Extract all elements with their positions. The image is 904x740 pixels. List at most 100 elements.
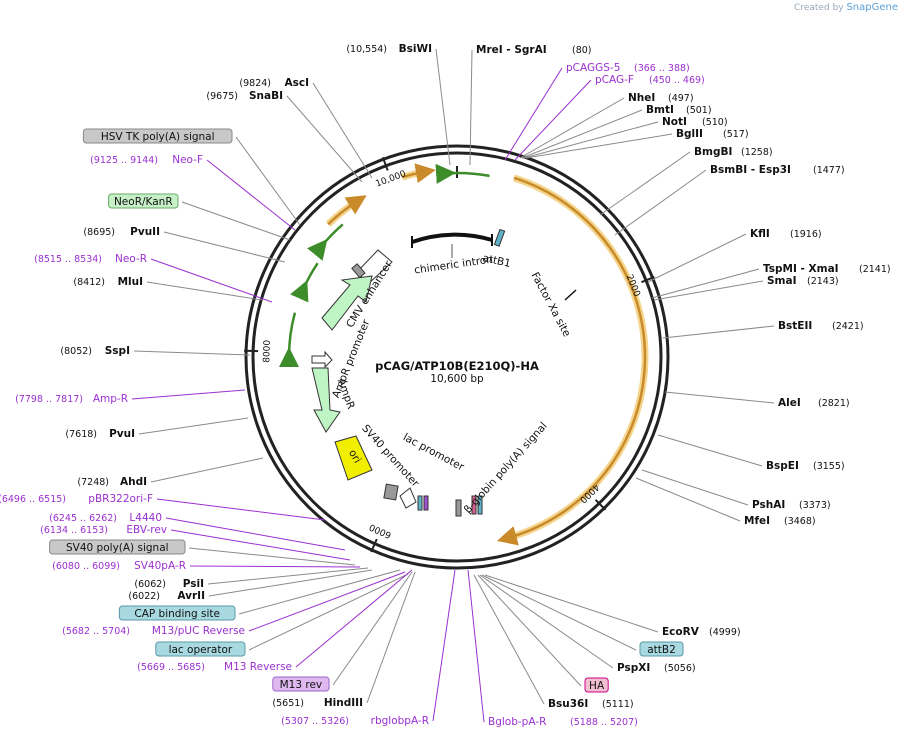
label-avrii[interactable]: AvrII(6022): [128, 590, 205, 602]
label-box: [155, 641, 246, 657]
label-mfei[interactable]: MfeI(3468): [744, 515, 816, 527]
label-bglii[interactable]: BglII(517): [676, 128, 749, 140]
leader-bglob-pa-r: [467, 569, 485, 723]
label-pshai[interactable]: PshAI(3373): [752, 499, 831, 511]
label-position: (6062): [134, 579, 166, 590]
label-attb2[interactable]: attB2: [639, 641, 684, 657]
label-nhei[interactable]: NheI(497): [628, 92, 694, 104]
ring-label-ori: ori: [346, 448, 363, 466]
label-ecorv[interactable]: EcoRV(4999): [662, 626, 741, 638]
label-tspmi[interactable]: TspMI - XmaI(2141): [763, 263, 891, 275]
label-position: (9125 .. 9144): [90, 155, 158, 166]
label-bsiwi[interactable]: BsiWI(10,554): [346, 43, 432, 55]
leader-asci: [312, 82, 373, 179]
label-bsmbi[interactable]: BsmBI - Esp3I(1477): [710, 164, 845, 176]
label-box: [639, 641, 684, 657]
leader-attb2: [481, 574, 637, 651]
label-ha[interactable]: HA: [584, 677, 609, 693]
label-snabi[interactable]: SnaBI(9675): [206, 90, 283, 102]
label-pspxi[interactable]: PspXI(5056): [617, 662, 696, 674]
label-ebv-rev[interactable]: EBV-rev(6134 .. 6153): [40, 524, 167, 536]
label-sv40-poly-a-signal[interactable]: SV40 poly(A) signal: [49, 539, 186, 555]
label-m13-puc-reverse[interactable]: M13/pUC Reverse(5682 .. 5704): [62, 625, 245, 637]
label-cap-binding-site[interactable]: CAP binding site: [118, 605, 236, 621]
inner-features: [311, 228, 577, 517]
label-neor-kanr[interactable]: NeoR/KanR: [108, 193, 179, 209]
label-position: (6022): [128, 591, 160, 602]
label-bglob-pa-r[interactable]: Bglob-pA-R(5188 .. 5207): [488, 716, 638, 728]
label-name: pBR322ori-F: [88, 493, 153, 505]
label-bsteii[interactable]: BstEII(2421): [778, 320, 864, 332]
snapgene-logo: SnapGene: [846, 2, 898, 13]
label-lac-operator[interactable]: lac operator: [155, 641, 246, 657]
factor-xa-tick: [564, 289, 577, 301]
label-position: (10,554): [346, 44, 387, 55]
leader-avrii: [208, 569, 373, 597]
label-position: (9675): [206, 91, 238, 102]
label-position: (8412): [73, 277, 105, 288]
cmv-promoter-arrow: [321, 275, 373, 331]
label-pvuii[interactable]: PvuII(8695): [83, 226, 160, 238]
label-bmti[interactable]: BmtI(501): [646, 104, 712, 116]
plasmid-size: 10,600 bp: [430, 373, 484, 385]
leader-m13-puc-reverse: [248, 571, 406, 632]
backbone-outer-ring: [244, 144, 670, 570]
leader-cap-binding-site: [238, 569, 401, 615]
lac-operator-box: [417, 495, 423, 511]
ring-label-lac-promoter: lac promoter: [401, 431, 467, 473]
label-sspi[interactable]: SspI(8052): [60, 345, 130, 357]
label-position: (9824): [239, 78, 271, 89]
label-bsu36i[interactable]: Bsu36I(5111): [548, 698, 634, 710]
leader-rbglobpa-r: [432, 569, 456, 722]
leader-lines: [131, 48, 775, 723]
label-pcag-f[interactable]: pCAG-F(450 .. 469): [595, 74, 705, 86]
label-bmgbi[interactable]: BmgBI(1258): [694, 146, 773, 158]
label-pcaggs-5[interactable]: pCAGGS-5(366 .. 388): [566, 62, 690, 74]
label-position: (7798 .. 7817): [15, 394, 83, 405]
label-pvui[interactable]: PvuI(7618): [65, 428, 135, 440]
label-psii[interactable]: PsiI(6062): [134, 578, 204, 590]
label-position: (3373): [799, 500, 831, 511]
label-hsv-tk-poly-a-signal[interactable]: HSV TK poly(A) signal: [82, 128, 233, 144]
label-kfli[interactable]: KflI(1916): [750, 228, 822, 240]
label-name: Bsu36I: [548, 698, 588, 710]
leader-kfli: [647, 233, 747, 283]
leader-ha: [477, 574, 582, 687]
label-box: [272, 676, 330, 692]
label-name: rbglobpA-R: [371, 715, 429, 727]
label-name: L4440: [129, 512, 162, 524]
label-l4440[interactable]: L4440(6245 .. 6262): [49, 512, 162, 524]
label-name: TspMI - XmaI: [763, 263, 839, 275]
label-rbglobpa-r[interactable]: rbglobpA-R(5307 .. 5326): [281, 715, 429, 727]
label-alei[interactable]: AleI(2821): [778, 397, 850, 409]
label-sv40pa-r[interactable]: SV40pA-R(6080 .. 6099): [52, 560, 186, 572]
label-amp-r[interactable]: Amp-R(7798 .. 7817): [15, 393, 128, 405]
label-neo-r[interactable]: Neo-R(8515 .. 8534): [34, 253, 147, 265]
label-m13-reverse[interactable]: M13 Reverse(5669 .. 5685): [137, 661, 292, 673]
label-ahdi[interactable]: AhdI(7248): [77, 476, 147, 488]
label-name: PvuI: [109, 428, 135, 440]
label-bspei[interactable]: BspEI(3155): [766, 460, 845, 472]
label-asci[interactable]: AscI(9824): [239, 77, 309, 89]
outer-labels: MreI - SgrAI(80) pCAGGS-5(366 .. 388)pCAG…: [0, 43, 891, 728]
credit-prefix: Created by: [794, 3, 844, 13]
leader-sv40-poly-a-signal: [188, 547, 356, 566]
label-mlui[interactable]: MluI(8412): [73, 276, 143, 288]
label-neo-f[interactable]: Neo-F(9125 .. 9144): [90, 154, 203, 166]
label-position: (6080 .. 6099): [52, 561, 120, 572]
tick-label-2000: 2000: [624, 273, 642, 298]
label-position: (8695): [83, 227, 115, 238]
label-name: BmtI: [646, 104, 674, 116]
label-position: (5682 .. 5704): [62, 626, 130, 637]
leader-bmti: [521, 109, 643, 159]
leader-amp-r: [131, 389, 246, 400]
label-name: AhdI: [120, 476, 147, 488]
label-position: (3155): [813, 461, 845, 472]
label-noti[interactable]: NotI(510): [662, 116, 728, 128]
label-pbr322ori-f[interactable]: pBR322ori-F(6496 .. 6515): [0, 493, 153, 505]
label-text: attB2: [647, 644, 676, 656]
label-mrei[interactable]: MreI - SgrAI(80): [476, 44, 592, 56]
label-smai[interactable]: SmaI(2143): [767, 275, 839, 287]
label-hindiii[interactable]: HindIII(5651): [272, 697, 363, 709]
label-m13-rev[interactable]: M13 rev: [272, 676, 330, 692]
